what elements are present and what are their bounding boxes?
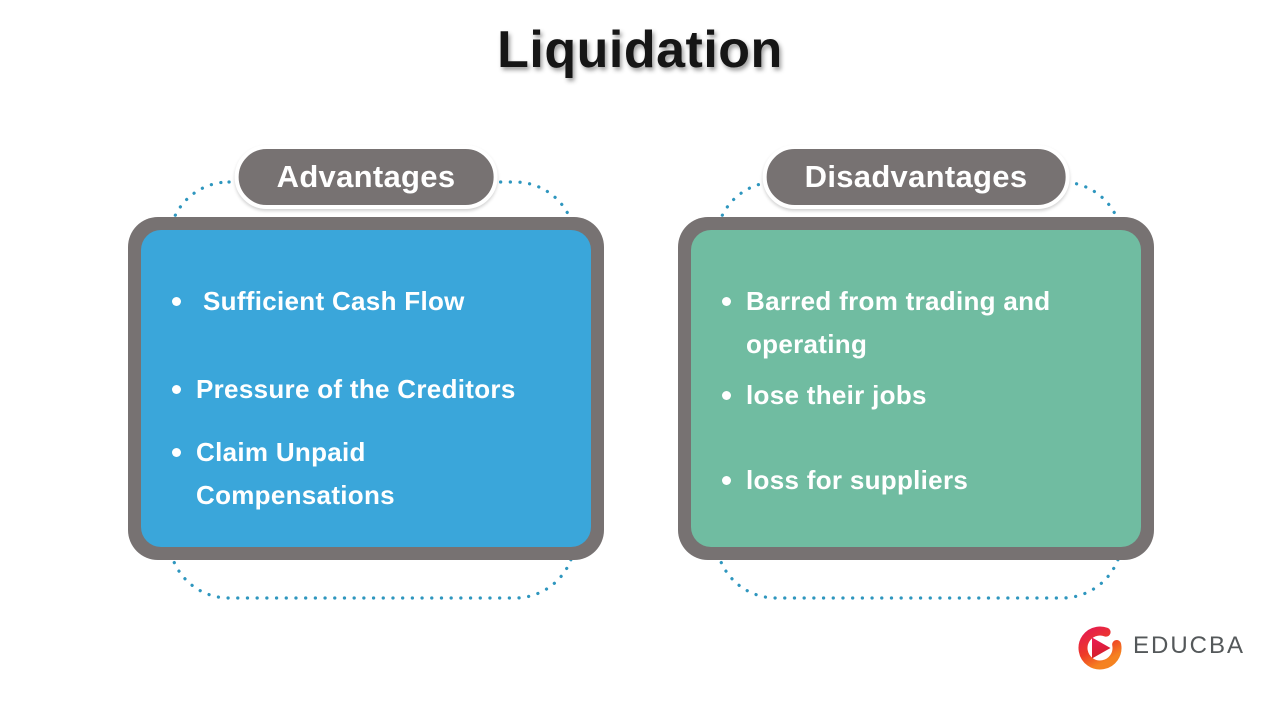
- advantages-pill: Advantages: [234, 145, 498, 209]
- list-item-text: Pressure of the Creditors: [196, 374, 516, 404]
- disadvantages-group: Disadvantages Barred from trading and op…: [678, 145, 1154, 607]
- list-item: loss for suppliers: [719, 459, 1115, 502]
- educba-logo-text: EDUCBA: [1133, 632, 1246, 659]
- list-item-text: loss for suppliers: [746, 465, 969, 495]
- list-item-text: Claim Unpaid Compensations: [196, 437, 395, 510]
- list-item: Claim Unpaid Compensations: [169, 431, 565, 517]
- disadvantages-box: Barred from trading and operating lose t…: [678, 217, 1154, 560]
- advantages-group: Advantages Sufficient Cash Flow Pressure…: [128, 145, 604, 607]
- advantages-list: Sufficient Cash Flow Pressure of the Cre…: [169, 280, 565, 517]
- disadvantages-pill: Disadvantages: [762, 145, 1070, 209]
- page-title: Liquidation: [497, 21, 783, 79]
- list-item-text: Sufficient Cash Flow: [203, 286, 465, 316]
- bullet-icon: [722, 476, 731, 485]
- advantages-box-inner: Sufficient Cash Flow Pressure of the Cre…: [141, 230, 591, 547]
- list-item-text: Barred from trading and operating: [746, 286, 1051, 359]
- disadvantages-box-inner: Barred from trading and operating lose t…: [691, 230, 1141, 547]
- advantages-box: Sufficient Cash Flow Pressure of the Cre…: [128, 217, 604, 560]
- disadvantages-list: Barred from trading and operating lose t…: [719, 280, 1115, 502]
- advantages-pill-label: Advantages: [276, 159, 456, 194]
- educba-logo: EDUCBA: [1076, 619, 1245, 673]
- list-item: Sufficient Cash Flow: [169, 280, 565, 323]
- bullet-icon: [722, 391, 731, 400]
- list-item: Barred from trading and operating: [719, 280, 1115, 366]
- bullet-icon: [722, 297, 731, 306]
- list-item-text: lose their jobs: [746, 380, 927, 410]
- list-item: Pressure of the Creditors: [169, 368, 565, 411]
- bullet-icon: [172, 297, 181, 306]
- bullet-icon: [172, 385, 181, 394]
- disadvantages-pill-label: Disadvantages: [804, 159, 1028, 194]
- list-item: lose their jobs: [719, 374, 1115, 417]
- educba-logo-icon: [1078, 626, 1122, 670]
- bullet-icon: [172, 448, 181, 457]
